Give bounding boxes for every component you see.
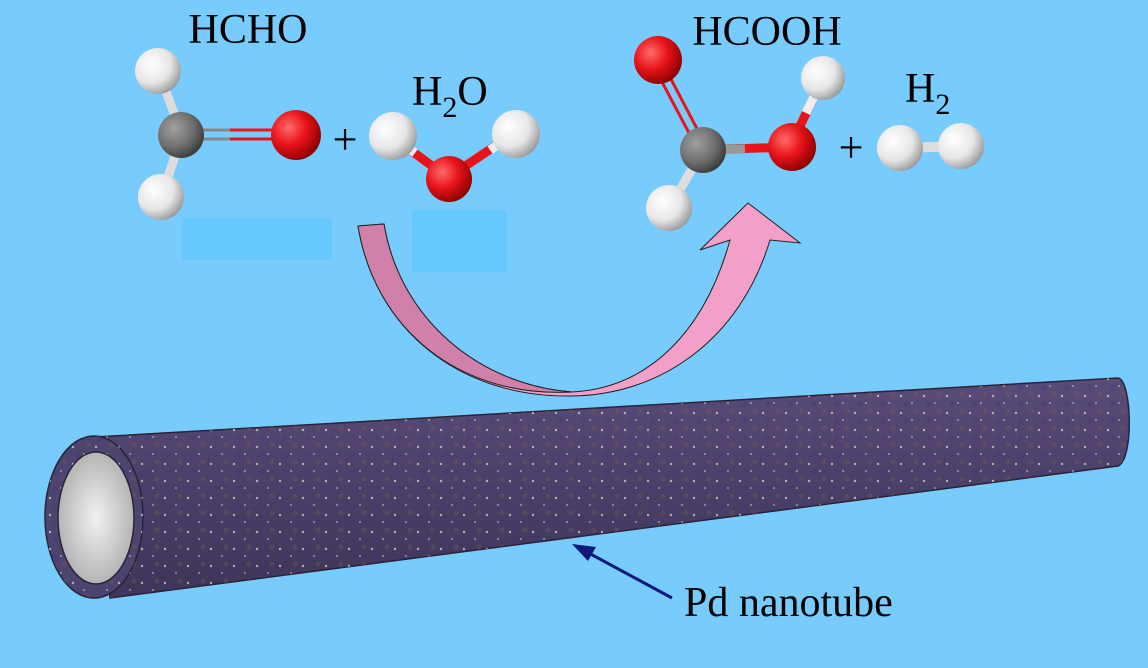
hydrogen-atom	[492, 110, 540, 158]
pd-nanotube-label: Pd nanotube	[684, 580, 893, 626]
formic-acid-molecule	[634, 36, 845, 231]
hydrogen-atom	[369, 112, 417, 160]
h2o-label: H2O	[412, 69, 488, 124]
hydrogen-atom	[138, 174, 184, 220]
carbon-atom	[680, 127, 726, 173]
hydrogen-atom	[801, 56, 845, 100]
oxygen-atom	[271, 110, 321, 160]
pd-nanotube	[44, 377, 1130, 599]
hydrogen-atom	[877, 125, 923, 171]
water-molecule	[369, 110, 540, 202]
oxygen-atom	[768, 123, 816, 171]
h2-label: H2	[905, 66, 950, 121]
oxygen-atom	[426, 156, 472, 202]
faded-box	[182, 218, 332, 260]
plus-sign: +	[839, 123, 864, 172]
hcho-label: HCHO	[188, 7, 307, 53]
hcooh-label: HCOOH	[692, 9, 841, 55]
plus-sign: +	[333, 115, 358, 164]
reaction-arrow-tail	[357, 223, 573, 393]
oxygen-atom	[634, 36, 682, 84]
hydrogen-atom	[938, 123, 984, 169]
carbon-atom	[158, 112, 204, 158]
faded-box	[412, 210, 507, 272]
pointer-arrow	[572, 544, 673, 600]
tube-opening	[57, 451, 135, 585]
hydrogen-atom	[646, 185, 692, 231]
hydrogen-atom	[135, 48, 181, 94]
formaldehyde-molecule	[135, 48, 321, 220]
hydrogen-molecule	[877, 123, 984, 171]
